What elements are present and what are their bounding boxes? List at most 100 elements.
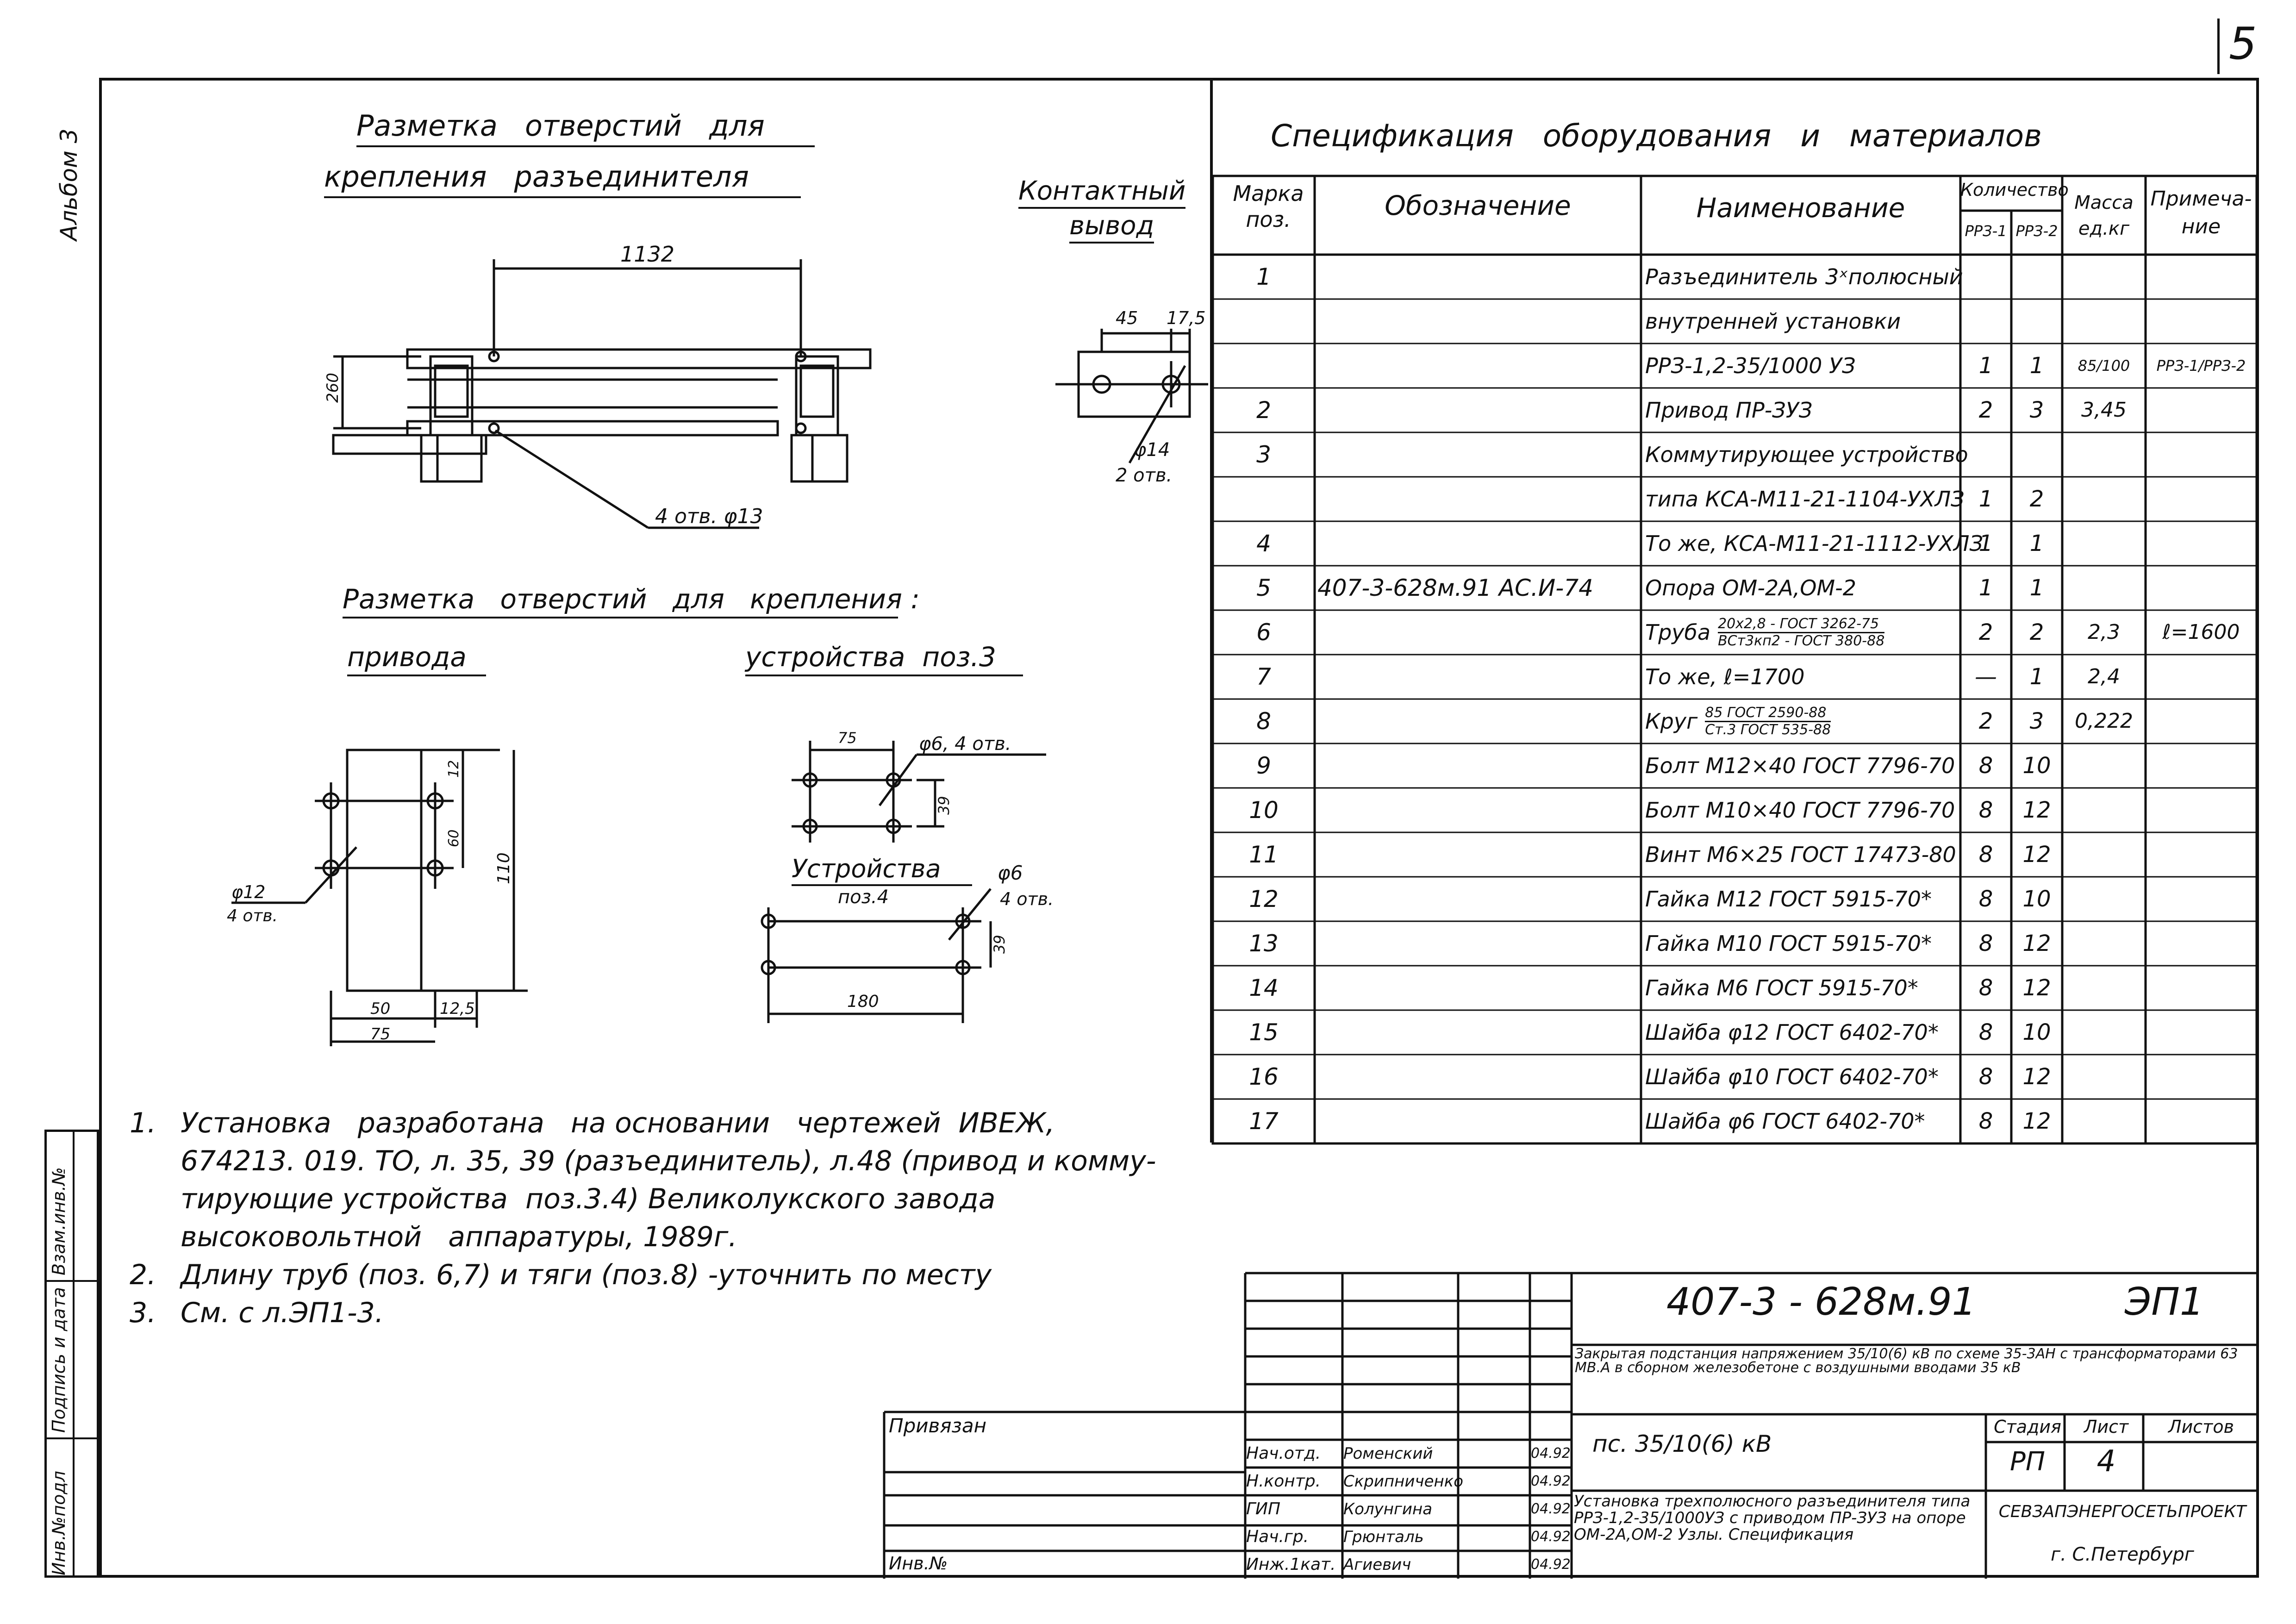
spec-cell-mass [2065,566,2143,610]
signer-name: Роменский [1343,1444,1433,1463]
spec-cell-q2 [2014,432,2059,477]
spec-cell-note [2148,743,2254,788]
spec-cell-note [2148,1055,2254,1099]
note-line: См. с л.ЭП1-3. [181,1297,384,1329]
spec-cell-mass [2065,921,2143,966]
spec-cell-name: Болт М10×40 ГОСТ 7796-70 [1645,798,1955,823]
drawing1-title-2: крепления разъединителя [324,160,801,198]
spec-cell-pos [1216,299,1312,344]
spec-cell-name: То же, КСА-М11-21-1112-УХЛЗ [1645,531,1983,556]
spec-cell-note [2148,566,2254,610]
spec-cell-pos: 2 [1256,397,1271,424]
drawing1-title-1: Разметка отверстий для [356,109,815,147]
spec-cell-note [2148,1010,2254,1055]
spec-cell-name: Гайка М12 ГОСТ 5915-70* [1645,887,1932,912]
spec-row-lines [1213,298,2257,1100]
spec-cell-des [1317,1010,1638,1055]
spec-cell-q1 [1963,299,2009,344]
spec-cell-name: Шайба φ10 ГОСТ 6402-70* [1645,1064,1939,1089]
spec-cell-pos: 15 [1249,1019,1279,1046]
note-line: тирующие устройства поз.3.4) Великолукск… [181,1183,996,1215]
hdr-qty1: РРЗ-1 [1965,222,2007,240]
device4-hole-label: φ6 [998,862,1023,884]
spec-cell-des [1317,832,1638,877]
spec-cell-note [2148,832,2254,877]
signer-date: 04.92 [1531,1529,1571,1545]
spec-cell-q2: 1 [2029,575,2044,601]
spec-cell-pos: 12 [1249,886,1279,912]
spec-cell-name: Гайка М6 ГОСТ 5915-70* [1645,975,1918,1000]
spec-cell-q1: 8 [1978,886,1993,912]
spec-cell-des [1317,344,1638,388]
hdr-qty: Количество [1960,180,2069,200]
drawing2-title: Разметка отверстий для крепления : [343,583,920,618]
spec-cell-name: внутренней установки [1645,309,1901,334]
spec-cell-q1 [1963,255,2009,299]
spec-cell-note [2148,921,2254,966]
spec-cell-mass [2065,255,2143,299]
spec-cell-pos: 11 [1249,841,1279,868]
hdr-note-2: ние [2181,215,2221,238]
spec-cell-mass [2065,1010,2143,1055]
spec-cell-q2 [2014,255,2059,299]
drive-dim-75: 75 [370,1025,390,1043]
organization: СЕВЗАПЭНЕРГОСЕТЬПРОЕКТ [1998,1502,2246,1521]
album-label: Альбом 3 [56,128,82,241]
spec-cell-pos: 8 [1256,708,1271,735]
spec-cell-q1: 1 [1978,353,1993,379]
spec-cell-q2: 2 [2029,619,2044,645]
sheets-header: Листов [2168,1417,2234,1437]
spec-cell-q2: 12 [2022,1064,2051,1090]
stage-header: Стадия [1994,1417,2061,1437]
spec-cell-note: РРЗ-1/РРЗ-2 [2156,357,2246,375]
spec-name-main: Труба [1645,620,1711,645]
spec-table-grid [1211,175,2258,1145]
spec-cell-pos: 4 [1256,530,1271,557]
spec-cell-q1: 8 [1978,1064,1993,1090]
stage-value: РП [2010,1447,2045,1477]
signer-date: 04.92 [1531,1501,1571,1517]
hdr-mark: Марка поз. [1222,181,1315,232]
spec-cell-mass [2065,788,2143,832]
signer-name: Скрипниченко [1343,1472,1464,1491]
spec-cell-q1: 8 [1978,975,1993,1001]
page-number-rule [2217,19,2220,74]
spec-cell-q2: 12 [2022,797,2051,823]
hdr-mass: Масса ед.кг [2062,190,2146,242]
device3-hole-label: φ6, 4 отв. [919,733,1011,755]
hdr-mass-2: ед.кг [2078,218,2130,239]
contact-hole-count: 2 отв. [1116,465,1172,486]
spec-cell-q2: 2 [2029,486,2044,512]
spec-cell-q2: 10 [2022,753,2051,779]
hdr-name: Наименование [1696,192,1905,224]
spec-cell-name: Винт М6×25 ГОСТ 17473-80 [1645,842,1956,867]
device4-drawing: φ6 4 отв. 39 180 [761,862,1054,1023]
note-number: 3. [130,1297,156,1329]
contact-drawing: 45 17,5 φ14 2 отв. [1055,308,1208,486]
spec-cell-name: Привод ПР-ЗУЗ [1645,398,1813,423]
spec-cell-mass [2065,299,2143,344]
spec-cell-mass [2065,1055,2143,1099]
spec-cell-des [1317,921,1638,966]
spec-cell-name: Разъединитель 3ˣполюсный [1645,264,1963,289]
spec-cell-q1: 1 [1978,486,1993,512]
page-number: 5 [2229,19,2257,69]
spec-cell-pos [1216,477,1312,521]
sheet-header: Лист [2084,1417,2129,1437]
spec-cell-q1: 2 [1978,708,1993,734]
signer-name: Колунгина [1343,1500,1433,1518]
signer-role: ГИП [1246,1499,1281,1518]
spec-cell-q1: 2 [1978,397,1993,423]
note-line: 674213. 019. ТО, л. 35, 39 (разъединител… [181,1145,1156,1177]
spec-cell-name: То же, ℓ=1700 [1645,664,1805,689]
spec-cell-des [1317,877,1638,921]
stamp-vzam-inv: Взам.инв.№ [49,1167,69,1275]
spec-cell-note [2148,877,2254,921]
spec-cell-q1: 2 [1978,619,1993,645]
spec-cell-pos: 1 [1256,263,1271,290]
spec-cell-pos: 16 [1249,1063,1279,1090]
sheet-code: ЭП1 [2125,1280,2204,1324]
spec-cell-q1: 8 [1978,931,1993,956]
spec-cell-name: Болт М12×40 ГОСТ 7796-70 [1645,753,1955,778]
spec-cell-q2: 1 [2029,664,2044,690]
